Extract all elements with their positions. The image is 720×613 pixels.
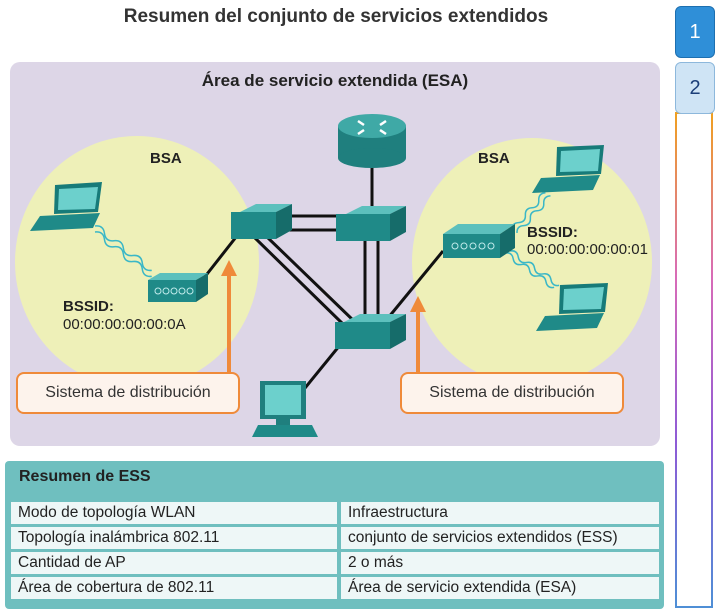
table-cell-key: Área de cobertura de 802.11 — [11, 577, 337, 599]
distribution-arrows — [221, 260, 426, 372]
bssid-right-label: BSSID: — [527, 224, 578, 241]
tab-rail — [675, 112, 713, 608]
distribution-system-left: Sistema de distribución — [16, 372, 240, 414]
page-title: Resumen del conjunto de servicios extend… — [123, 6, 549, 27]
wireless-signal — [94, 192, 560, 289]
table-cell-key: Cantidad de AP — [11, 552, 337, 574]
table-row: Topología inalámbrica 802.11 conjunto de… — [11, 527, 659, 549]
laptop-icon — [536, 283, 608, 331]
table-cell-value: 2 o más — [341, 552, 659, 574]
table-cell-key: Topología inalámbrica 802.11 — [11, 527, 337, 549]
table-row: Cantidad de AP 2 o más — [11, 552, 659, 574]
tab-1[interactable]: 1 — [675, 6, 715, 58]
esa-label: Área de servicio extendida (ESA) — [201, 71, 469, 90]
laptop-icon — [532, 145, 604, 193]
switch-icon — [336, 206, 406, 241]
bssid-left-label: BSSID: — [63, 298, 114, 315]
switch-icon — [335, 314, 406, 349]
table-row: Área de cobertura de 802.11 Área de serv… — [11, 577, 659, 599]
router-icon — [338, 114, 406, 168]
switch-icon — [231, 204, 292, 239]
desktop-pc-icon — [252, 381, 318, 437]
bsa-left-label: BSA — [150, 150, 182, 167]
table-cell-value: Área de servicio extendida (ESA) — [341, 577, 659, 599]
table-header: Resumen de ESS — [19, 468, 151, 485]
access-point-icon — [443, 224, 515, 258]
bssid-left-value: 00:00:00:00:00:0A — [63, 316, 186, 333]
table-cell-value: conjunto de servicios extendidos (ESS) — [341, 527, 659, 549]
laptop-icon — [30, 182, 102, 231]
table-cell-key: Modo de topología WLAN — [11, 502, 337, 524]
tab-2[interactable]: 2 — [675, 62, 715, 114]
distribution-system-right: Sistema de distribución — [400, 372, 624, 414]
bssid-right-value: 00:00:00:00:00:01 — [527, 241, 648, 258]
bsa-right-circle — [412, 138, 652, 386]
table-row: Modo de topología WLAN Infraestructura — [11, 502, 659, 524]
access-point-icon — [148, 273, 208, 302]
bsa-right-label: BSA — [478, 150, 510, 167]
table-cell-value: Infraestructura — [341, 502, 659, 524]
